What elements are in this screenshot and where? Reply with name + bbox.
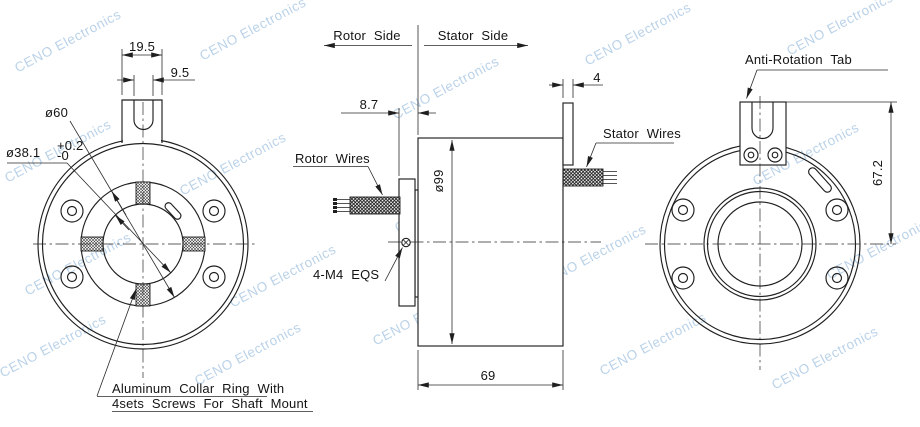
watermark: CENO Electronics [582, 0, 694, 68]
dim-body-length-text: 69 [481, 368, 496, 383]
rear-view: 67.2 Anti-Rotation Tab [645, 52, 897, 370]
dim-body-length: 69 [417, 350, 564, 390]
dim-tab-height-text: 67.2 [870, 160, 885, 186]
dim-9-5: 9.5 [117, 65, 195, 96]
watermark: CENO Electronics [197, 0, 309, 63]
stator-wires-callout: Stator Wires [586, 126, 681, 168]
front-tab-outline [121, 99, 163, 143]
watermark: CENO Electronics [192, 320, 304, 389]
stator-side-label: Stator Side [438, 28, 509, 43]
stator-wires-label: Stator Wires [603, 126, 681, 141]
stator-wires [562, 168, 617, 187]
dim-body-dia-text: ø99 [431, 169, 446, 192]
watermark: CENO Electronics [390, 54, 502, 123]
rear-tab-slot [751, 102, 774, 139]
dim-bore-dia-text: ø38.1+0.2-0 [6, 138, 83, 163]
rotor-wires-label: Rotor Wires [295, 151, 370, 166]
dim-tab-thickness-text: 4 [593, 70, 600, 85]
rear-tab-screws [743, 147, 783, 163]
watermark: CENO Electronics [784, 0, 896, 58]
watermark: CENO Electronics [769, 324, 881, 393]
watermark: CENO Electronics [22, 230, 134, 299]
front-arc-slot [164, 202, 182, 220]
dim-tab-thickness: 4 [549, 70, 603, 98]
dim-tab-width-text: 19.5 [129, 39, 155, 54]
rotor-wires [333, 196, 401, 215]
watermark: CENO Electronics [0, 312, 109, 381]
rear-mount-holes [671, 198, 849, 290]
rotor-side-label: Rotor Side [333, 28, 400, 43]
front-tab-fill [123, 99, 161, 142]
anti-rotation-label: Anti-Rotation Tab [745, 52, 852, 67]
side-view: Rotor Side Stator Side Rotor Wires [293, 25, 681, 390]
front-mount-holes [60, 199, 226, 289]
dim-slot-width-text: 9.5 [171, 65, 190, 80]
m4-label: 4-M4 EQS [313, 267, 379, 282]
dim-tab-height: 67.2 [786, 101, 897, 244]
dim-flange-offset-text: 8.7 [360, 97, 379, 112]
dim-flange-offset: 8.7 [341, 97, 436, 176]
note-collar-ring: Aluminum Collar Ring With 4sets Screws F… [96, 288, 313, 412]
watermark: CENO Electronics [597, 310, 709, 379]
watermark: CENO Electronics [177, 130, 289, 199]
callout-bore-dia: ø38.1+0.2-0 [6, 138, 172, 274]
watermark: CENO Electronics [12, 7, 124, 76]
callout-collar-dia: ø60 [45, 105, 175, 298]
rotor-wires-callout: Rotor Wires [293, 151, 383, 196]
front-view: 19.5 9.5 ø60 ø38.1+0.2-0 Alumi [6, 39, 313, 412]
note-line2: 4sets Screws For Shaft Mount [112, 396, 308, 411]
tab-edge [562, 102, 574, 166]
dim-19-5: 19.5 [121, 39, 163, 95]
watermark: CENO Electronics [824, 214, 920, 283]
front-tab-slot [133, 100, 154, 131]
dim-collar-dia-text: ø60 [45, 105, 68, 120]
note-line1: Aluminum Collar Ring With [112, 381, 284, 396]
anti-rotation-callout: Anti-Rotation Tab [745, 52, 888, 99]
rear-arc-slot [808, 167, 832, 193]
m4-screw-callout: 4-M4 EQS [313, 237, 411, 282]
